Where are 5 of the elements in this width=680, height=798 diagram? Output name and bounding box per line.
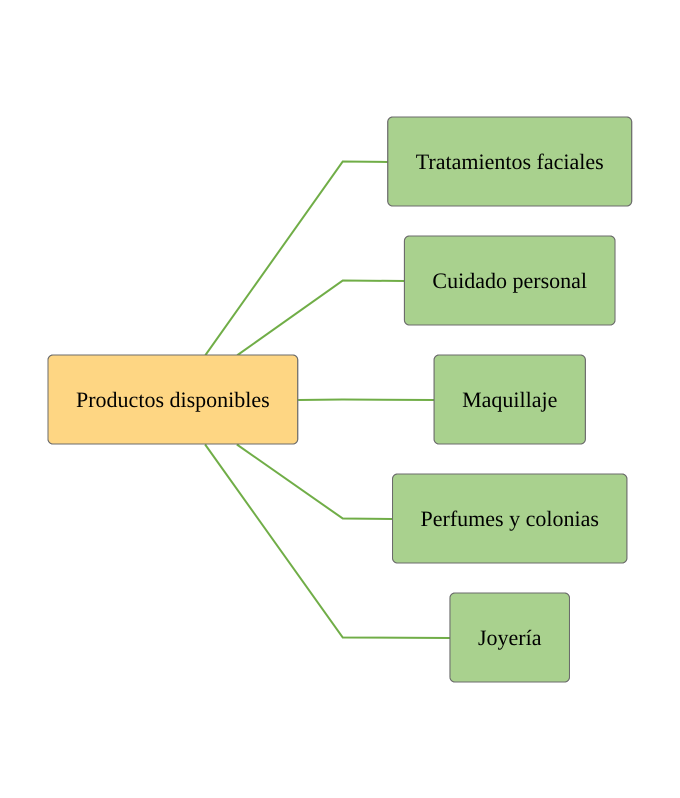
connector bbox=[204, 160, 388, 356]
connector bbox=[236, 443, 394, 520]
connector bbox=[298, 398, 435, 400]
connector bbox=[204, 443, 451, 638]
connector bbox=[236, 279, 406, 356]
